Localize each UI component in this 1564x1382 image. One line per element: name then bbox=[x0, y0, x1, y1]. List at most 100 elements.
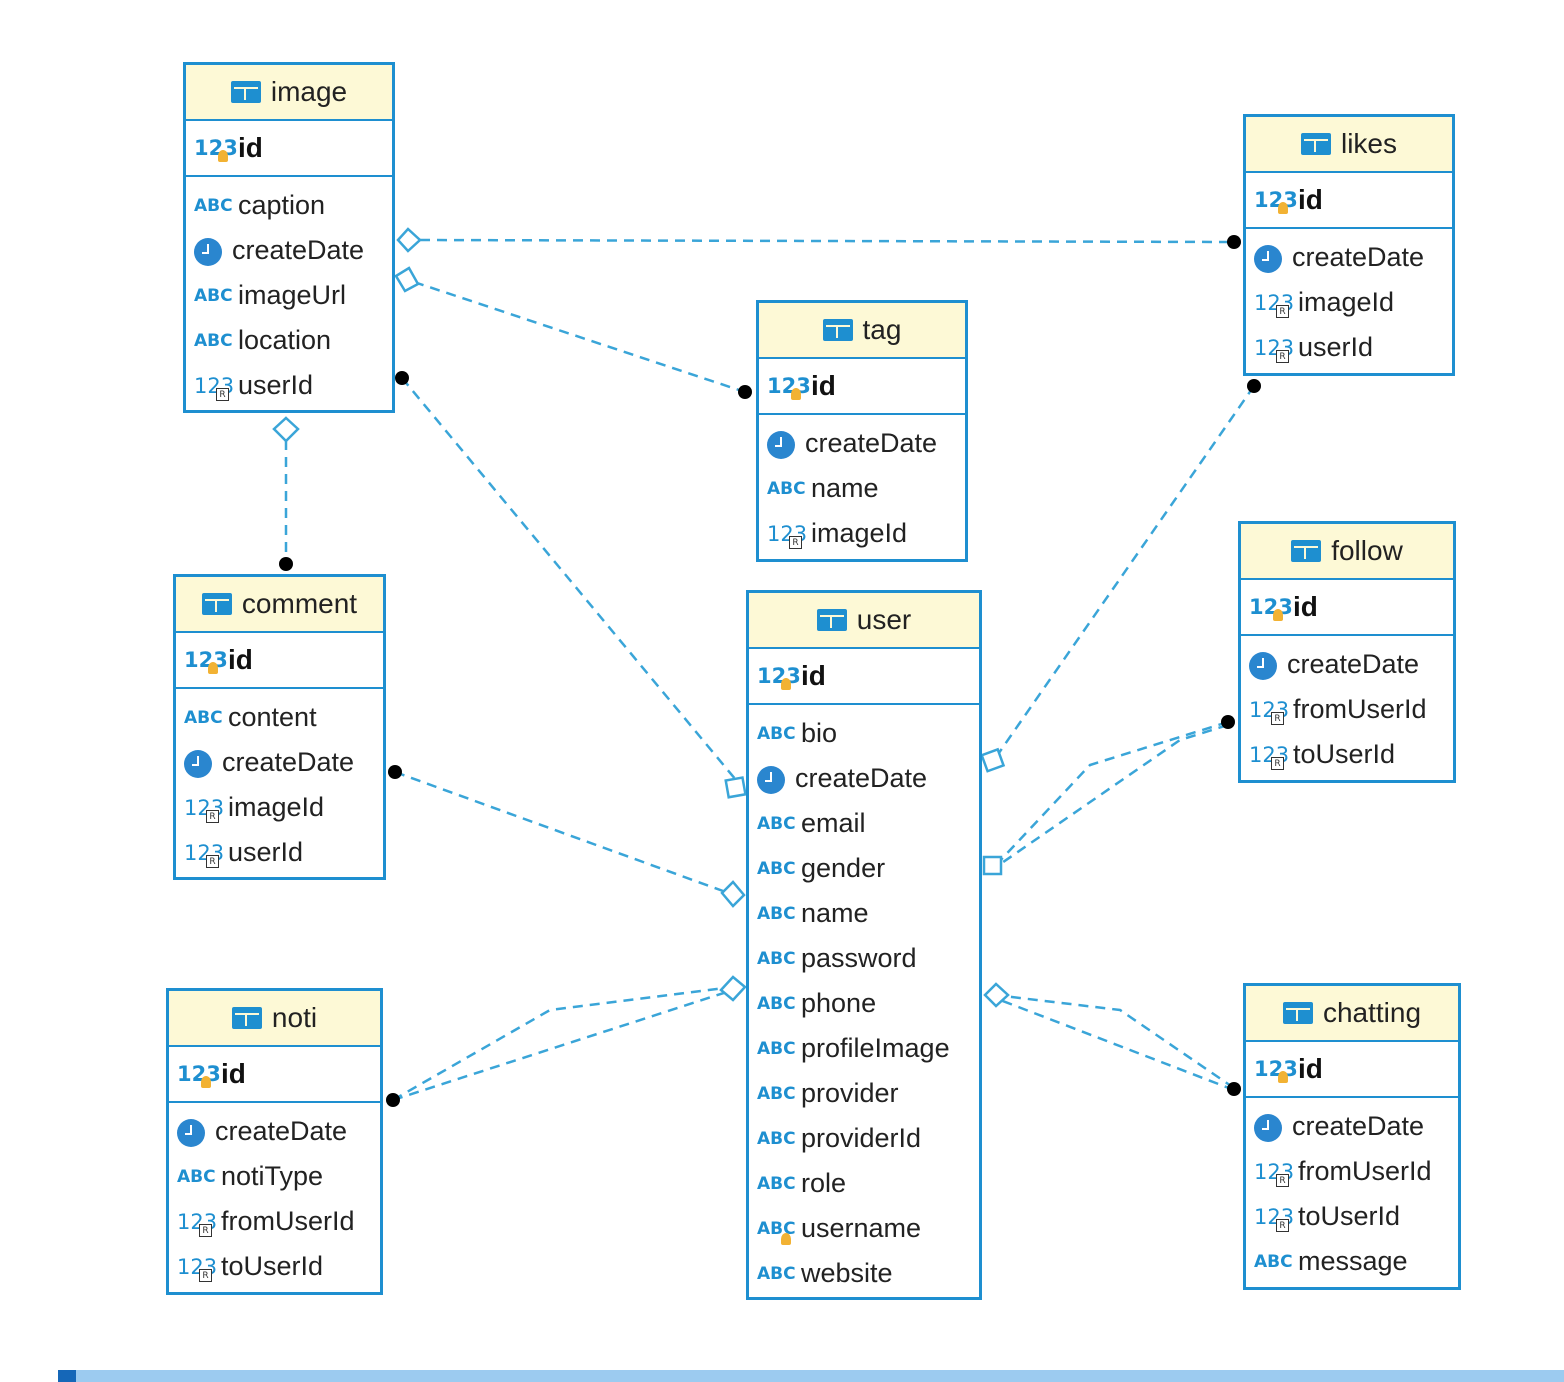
text-type-icon: ABC bbox=[184, 707, 223, 728]
dot-marker bbox=[1227, 1082, 1241, 1096]
entity-header[interactable]: user bbox=[749, 593, 979, 649]
column-label: email bbox=[801, 808, 866, 838]
square-marker bbox=[980, 747, 1006, 773]
column-label: profileImage bbox=[801, 1033, 950, 1063]
text-type-icon: ABC bbox=[194, 195, 233, 216]
clock-icon bbox=[767, 428, 799, 459]
entity-header[interactable]: image bbox=[186, 65, 392, 121]
column-label: toUserId bbox=[1293, 739, 1396, 769]
entity-header[interactable]: noti bbox=[169, 991, 380, 1047]
link-chatting-user-a bbox=[994, 993, 1235, 1090]
primary-key-icon: 123 bbox=[757, 664, 801, 690]
column-row[interactable]: createDate bbox=[1246, 1104, 1458, 1149]
primary-key-label: id bbox=[801, 660, 826, 691]
dot-marker bbox=[1227, 235, 1241, 249]
entity-header[interactable]: likes bbox=[1246, 117, 1452, 173]
column-label: name bbox=[801, 898, 869, 928]
column-row[interactable]: createDate bbox=[1241, 642, 1453, 687]
text-type-icon: ABC bbox=[757, 948, 796, 969]
key-icon bbox=[781, 678, 791, 690]
entity-header[interactable]: follow bbox=[1241, 524, 1453, 580]
column-row[interactable]: createDate bbox=[169, 1109, 380, 1154]
table-icon bbox=[1291, 540, 1322, 562]
link-noti-user-a bbox=[392, 985, 734, 1102]
table-icon bbox=[816, 609, 847, 631]
entity-title: likes bbox=[1340, 128, 1397, 159]
column-row[interactable]: createDate bbox=[759, 421, 965, 466]
entity-header[interactable]: chatting bbox=[1246, 986, 1458, 1042]
dot-marker bbox=[395, 371, 409, 385]
key-icon bbox=[1278, 202, 1288, 214]
column-label: providerId bbox=[801, 1123, 922, 1153]
column-label: toUserId bbox=[1298, 1201, 1401, 1231]
primary-key-icon: 123 bbox=[767, 374, 811, 400]
column-row[interactable]: createDate bbox=[176, 740, 383, 785]
column-label: username bbox=[801, 1213, 922, 1243]
column-row[interactable]: createDate bbox=[1246, 235, 1452, 280]
diamond-marker bbox=[396, 227, 422, 253]
column-label: bio bbox=[801, 718, 838, 748]
link-tag-image bbox=[413, 280, 746, 394]
entity-header[interactable]: comment bbox=[176, 577, 383, 633]
column-label: userId bbox=[238, 370, 314, 400]
column-label: createDate bbox=[805, 428, 938, 458]
link-badge-icon: R bbox=[206, 809, 219, 823]
primary-key-label: id bbox=[238, 132, 263, 163]
text-type-icon: ABC bbox=[757, 1263, 796, 1284]
column-row[interactable]: createDate bbox=[749, 756, 979, 801]
entity-header[interactable]: tag bbox=[759, 303, 965, 359]
key-icon bbox=[201, 1076, 211, 1088]
column-row[interactable]: createDate bbox=[186, 228, 392, 273]
column-label: caption bbox=[238, 190, 326, 220]
